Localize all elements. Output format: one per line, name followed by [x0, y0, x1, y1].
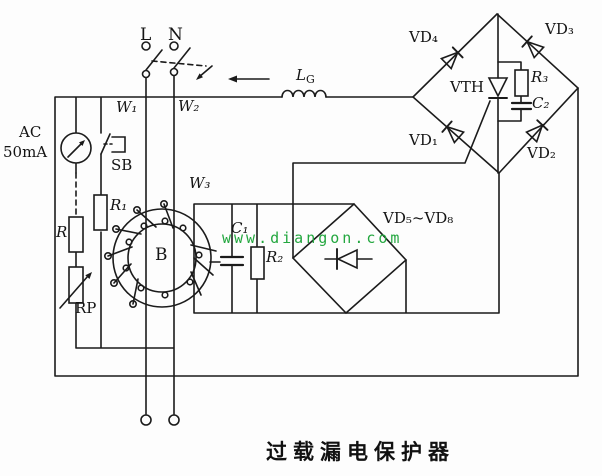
switch-blades	[145, 47, 191, 71]
terminal-n	[169, 41, 179, 51]
label-line-l: L	[140, 25, 152, 45]
label-vd1: VD₁	[409, 131, 438, 149]
gate-bridge-rectifier	[291, 202, 408, 315]
winding-turns	[107, 203, 217, 305]
label-vd3: VD₃	[545, 20, 574, 38]
thyristor-bridge	[411, 12, 580, 175]
load-terminals	[140, 414, 180, 426]
figure-caption: 过载漏电保护器	[266, 439, 455, 464]
resistor-r	[68, 216, 84, 253]
contact-l	[141, 69, 151, 79]
switch-gang-link	[151, 60, 207, 67]
label-sb: SB	[111, 156, 133, 174]
thyristor-vth	[487, 77, 509, 99]
label-r: R	[56, 223, 68, 241]
site-watermark: www.diangon.com	[222, 229, 403, 247]
terminal-l	[141, 41, 151, 51]
label-vd4: VD₄	[409, 28, 438, 46]
mains-input-switch	[141, 41, 207, 79]
current-transformer-b	[104, 200, 217, 308]
test-meter-branch	[59, 132, 92, 309]
label-50ma: 50mA	[3, 143, 48, 161]
label-c1: C₁	[231, 219, 249, 237]
test-button-branch	[93, 133, 126, 231]
label-r2: R₂	[266, 248, 284, 266]
label-rp: RP	[75, 299, 97, 317]
label-vd5-vd8: VD₅~VD₈	[383, 209, 454, 227]
contact-n	[169, 67, 179, 77]
label-w2: W₂	[178, 97, 200, 115]
sb-bracket	[111, 136, 126, 153]
label-line-n: N	[168, 25, 183, 45]
closing-direction-arrows	[196, 65, 270, 83]
diode-vd2	[525, 119, 549, 144]
ammeter-needle-icon	[67, 143, 82, 158]
snubber-r3-c2	[497, 61, 533, 122]
diode-vd4	[439, 46, 464, 71]
label-w3: W₃	[189, 174, 211, 192]
resistor-r3	[514, 69, 529, 97]
resistor-r1	[93, 194, 108, 231]
filter-network	[219, 246, 265, 280]
inductor-lg	[281, 89, 327, 98]
rp-arrow	[59, 275, 89, 309]
label-w1: W₁	[116, 98, 138, 116]
bridge-diode-icon	[336, 248, 358, 270]
capacitor-c2	[510, 101, 533, 111]
label-ac: AC	[19, 123, 42, 141]
label-r3: R₃	[531, 68, 549, 86]
label-b: B	[155, 245, 168, 265]
diode-vd1	[441, 120, 466, 144]
winding-loops	[104, 200, 203, 308]
label-c2: C₂	[532, 94, 550, 112]
label-r1: R₁	[110, 196, 128, 214]
resistor-r2	[250, 246, 265, 280]
diode-vd3	[521, 35, 546, 60]
label-vth: VTH	[450, 78, 484, 96]
capacitor-c1	[219, 255, 245, 267]
label-lg: LG	[296, 66, 315, 86]
label-vd2: VD₂	[527, 144, 556, 162]
